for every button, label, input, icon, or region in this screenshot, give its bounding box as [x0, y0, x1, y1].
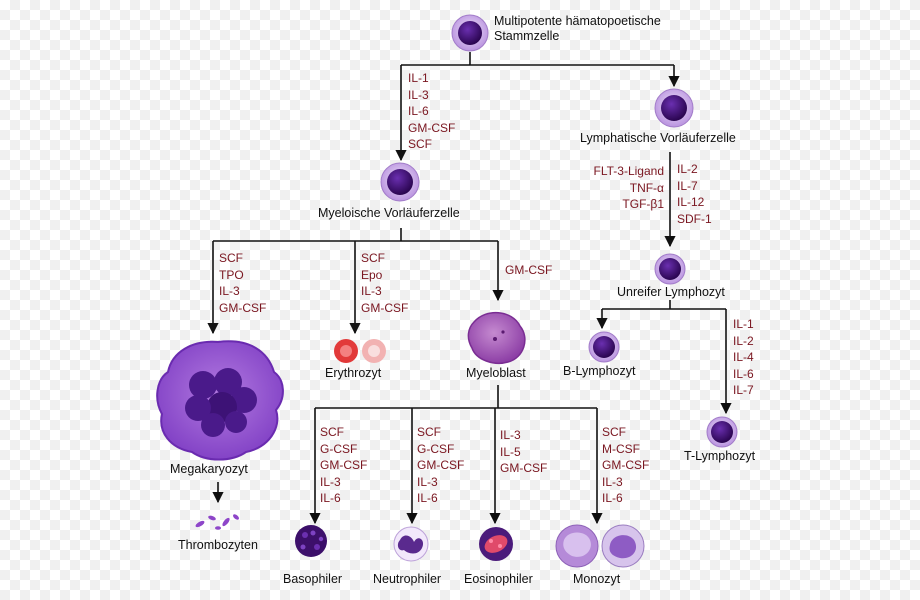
factor-item: IL-7 — [677, 178, 698, 193]
myeloid-progenitor-label: Myeloische Vorläuferzelle — [318, 206, 460, 220]
factor-item: IL-6 — [408, 104, 429, 118]
factor-item: GM-CSF — [417, 458, 465, 472]
factor-item: TPO — [219, 267, 244, 282]
factor-item: IL-6 — [733, 366, 754, 381]
factor-item: IL-5 — [500, 444, 521, 459]
myeloid-progenitor-cell-icon — [380, 162, 420, 202]
immature-lymphocyte-cell-icon — [654, 253, 686, 285]
factor-item: GM-CSF — [320, 458, 368, 472]
factor-item: IL-3 — [500, 428, 521, 442]
connector-lines — [207, 52, 732, 525]
factor-item: IL-3 — [320, 474, 341, 489]
hsc-label-line1: Multipotente hämatopoetische — [494, 14, 661, 28]
basophil-cell-icon — [295, 525, 327, 557]
factor-item: IL-6 — [417, 491, 438, 505]
factor-item: Epo — [361, 267, 383, 282]
thrombocytes-icon — [195, 514, 239, 530]
b-lymphocyte-label: B-Lymphozyt — [563, 364, 636, 378]
b-lymphocyte-cell-icon — [588, 331, 620, 363]
basophil-label: Basophiler — [283, 572, 343, 586]
factor-item: SCF — [417, 425, 441, 439]
factor-item: GM-CSF — [408, 120, 456, 135]
myeloblast-cell-icon — [467, 312, 526, 364]
factor-item: IL-3 — [219, 284, 240, 298]
factor-item: SCF — [361, 251, 385, 265]
neutrophil-label: Neutrophiler — [373, 572, 442, 586]
t-lymphocyte-cell-icon — [706, 416, 738, 448]
immature-lymphocyte-label: Unreifer Lymphozyt — [617, 285, 725, 299]
megakaryocyte-label: Megakaryozyt — [170, 462, 248, 476]
factor-item: IL-3 — [602, 474, 623, 489]
neutrophil-cell-icon — [393, 526, 429, 562]
monocyte-cell-icon — [555, 524, 645, 568]
factor-item: G-CSF — [320, 441, 358, 456]
factor-item: SCF — [320, 425, 344, 439]
monocyte-label: Monozyt — [573, 572, 621, 586]
erythrocyte-label: Erythrozyt — [325, 366, 382, 380]
factor-item: IL-6 — [320, 491, 341, 505]
hsc-label-line2: Stammzelle — [494, 29, 560, 43]
factor-item: TGF-β1 — [622, 197, 664, 211]
factor-item: IL-7 — [733, 383, 754, 397]
factor-item: IL-4 — [733, 350, 754, 364]
t-lymphocyte-label: T-Lymphozyt — [684, 449, 756, 463]
factor-item: TNF-α — [629, 180, 664, 195]
factor-item: IL-2 — [733, 333, 754, 348]
factor-item: IL-2 — [677, 162, 698, 176]
lymphoid-progenitor-label: Lymphatische Vorläuferzelle — [580, 131, 736, 145]
eosinophil-cell-icon — [479, 527, 513, 561]
factor-item: G-CSF — [417, 441, 455, 456]
hsc-cell-icon — [451, 14, 489, 52]
factor-item: GM-CSF — [219, 300, 267, 315]
factor-item: M-CSF — [602, 441, 640, 456]
lymphoid-progenitor-cell-icon — [654, 88, 694, 128]
factor-item: SDF-1 — [677, 211, 712, 226]
megakaryocyte-cell-icon — [156, 340, 284, 461]
factor-item: IL-12 — [677, 195, 705, 209]
thrombocytes-label: Thrombozyten — [178, 538, 258, 552]
factors-to-myeloblast: GM-CSF — [505, 262, 552, 279]
factor-item: GM-CSF — [602, 458, 650, 472]
factor-item: GM-CSF — [361, 300, 409, 315]
factor-item: GM-CSF — [505, 263, 553, 277]
factor-item: FLT-3-Ligand — [593, 164, 664, 178]
factor-item: IL-6 — [602, 491, 623, 505]
factor-item: SCF — [219, 251, 243, 265]
factor-item: IL-3 — [408, 87, 429, 102]
factor-item: SCF — [408, 137, 432, 151]
factor-item: IL-1 — [733, 317, 754, 331]
hsc-label: Multipotente hämatopoetische Stammzelle — [494, 14, 661, 44]
eosinophil-label: Eosinophiler — [464, 572, 533, 586]
erythrocyte-cell-icon — [334, 339, 386, 363]
myeloblast-label: Myeloblast — [466, 366, 526, 380]
factor-item: IL-3 — [417, 474, 438, 489]
factor-item: IL-3 — [361, 284, 382, 298]
factor-item: GM-CSF — [500, 461, 548, 475]
factor-item: IL-1 — [408, 71, 429, 85]
factor-item: SCF — [602, 425, 626, 439]
